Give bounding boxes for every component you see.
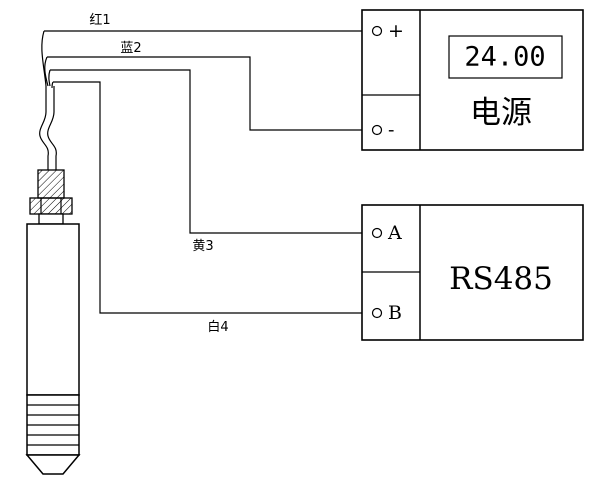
power-terminal-plus-label: +: [388, 20, 404, 42]
wire-strand-white: [51, 81, 54, 89]
sensor-cable-gland: [37, 169, 65, 199]
sensor-tip: [25, 454, 81, 475]
power-supply-outline: [361, 9, 584, 151]
power-display-value: 24.00: [464, 42, 545, 73]
rs485-terminal-a-label: A: [387, 222, 402, 244]
wire-white-4: [53, 81, 372, 314]
sensor-probe-drawing: [25, 30, 81, 475]
sensor-cable-right-edge: [47, 86, 57, 170]
wire-label-red-1: 红1: [89, 12, 110, 28]
sensor-neck: [38, 213, 64, 225]
sensor-hex-nut: [29, 197, 73, 215]
rs485-box: A B RS485: [361, 204, 584, 341]
wire-label-white-4: 白4: [207, 319, 228, 335]
wire-strand-yellow: [48, 69, 51, 87]
wire-blue-2: [47, 56, 372, 131]
rs485-terminal-b-screw: [371, 307, 383, 319]
wire-label-blue-2: 蓝2: [120, 41, 141, 56]
power-terminal-plus-screw: [371, 25, 383, 37]
power-terminal-minus-screw: [371, 124, 383, 136]
wire-label-yellow-3: 黄3: [192, 239, 213, 254]
wire-strand-blue: [44, 56, 49, 87]
power-terminal-minus-label: -: [388, 119, 394, 141]
wire-runs: [44, 30, 372, 314]
sensor-body: [26, 223, 80, 396]
sensor-cable-left-edge: [39, 86, 49, 170]
wire-yellow-3: [50, 69, 372, 234]
wire-strand-red: [41, 30, 47, 87]
power-supply-box: + - 24.00 电源: [361, 9, 584, 151]
power-supply-label: 电源: [470, 95, 532, 131]
rs485-terminal-b-label: B: [388, 302, 402, 324]
rs485-label: RS485: [449, 261, 553, 297]
rs485-terminal-a-screw: [371, 227, 383, 239]
power-display-frame: [448, 35, 563, 79]
